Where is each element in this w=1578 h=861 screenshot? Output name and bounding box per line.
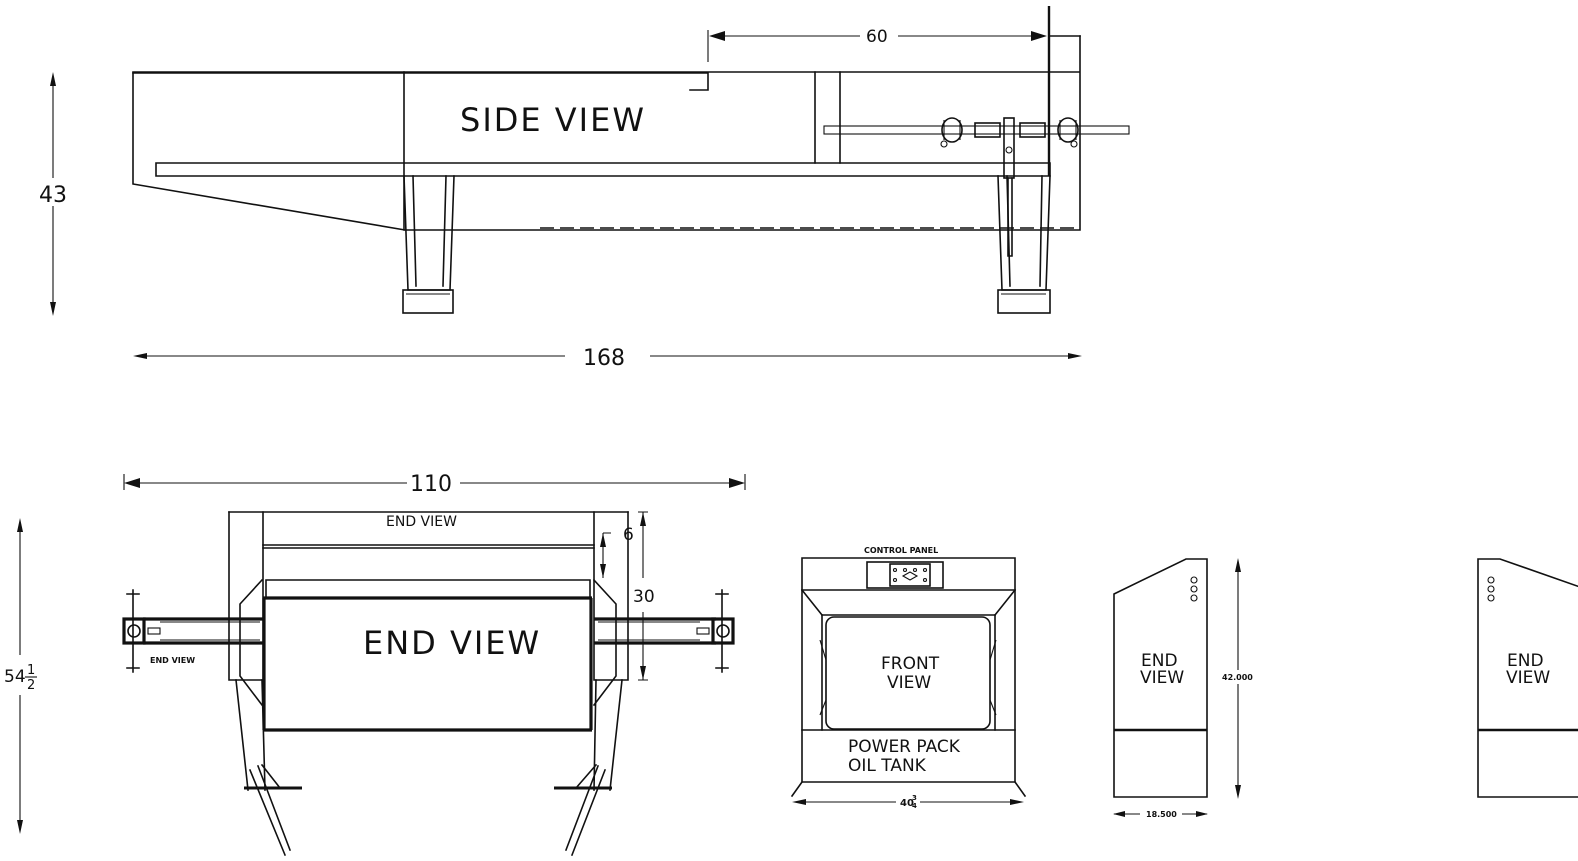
dim-side-top: 60 bbox=[707, 27, 1047, 62]
control-panel-label: CONTROL PANEL bbox=[864, 546, 938, 555]
dim-end-height-den: 2 bbox=[27, 678, 35, 693]
side-view-label: SIDE VIEW bbox=[460, 101, 646, 139]
end-view: END VIEW END VIEW END VIEW bbox=[122, 511, 735, 857]
dim-panel-height: 42.000 bbox=[1220, 558, 1254, 799]
dim-end-width: 110 bbox=[123, 472, 746, 497]
dim-end-body: 30 bbox=[633, 511, 655, 681]
dim-front-width-num: 3 bbox=[912, 794, 917, 802]
dim-panel-width: 18.500 bbox=[1113, 810, 1208, 819]
front-view-label-1: FRONT bbox=[881, 654, 940, 674]
dim-end-inset: 6 bbox=[600, 525, 634, 578]
front-view-label-2: VIEW bbox=[887, 673, 931, 693]
dim-panel-width-text: 18.500 bbox=[1146, 810, 1177, 819]
end-view-top-label: END VIEW bbox=[386, 514, 457, 530]
dim-end-body-text: 30 bbox=[633, 587, 655, 607]
dim-side-height: 43 bbox=[39, 72, 68, 316]
dim-panel-height-text: 42.000 bbox=[1222, 673, 1253, 682]
end-view-small-label: END VIEW bbox=[150, 656, 195, 665]
dim-end-height-num: 1 bbox=[27, 663, 35, 678]
dim-end-height: 54 1 2 bbox=[4, 518, 37, 834]
dim-side-height-text: 43 bbox=[39, 183, 67, 208]
side-view: SIDE VIEW bbox=[132, 6, 1130, 314]
dim-end-width-text: 110 bbox=[410, 472, 452, 497]
dim-side-top-text: 60 bbox=[866, 27, 888, 47]
dim-side-length: 168 bbox=[133, 346, 1082, 371]
end-view-panel-1-label-2: VIEW bbox=[1140, 668, 1184, 688]
end-view-panel-2: END VIEW bbox=[1477, 558, 1578, 798]
front-view: CONTROL PANEL FRONT VIEW POWER PACK OIL … bbox=[790, 546, 1027, 798]
end-view-main-label: END VIEW bbox=[363, 624, 541, 662]
dim-front-width-den: 4 bbox=[912, 802, 917, 810]
end-view-panel-1-label-1: END bbox=[1141, 651, 1178, 671]
power-pack-label: POWER PACK bbox=[848, 737, 961, 757]
end-view-panel-2-label-2: VIEW bbox=[1506, 668, 1550, 688]
end-view-panel-2-label-1: END bbox=[1507, 651, 1544, 671]
dim-end-height-whole: 54 bbox=[4, 667, 26, 687]
dim-end-inset-text: 6 bbox=[623, 525, 634, 545]
dim-front-width-whole: 40 bbox=[900, 798, 914, 809]
oil-tank-label: OIL TANK bbox=[848, 756, 927, 776]
dim-side-length-text: 168 bbox=[583, 346, 625, 371]
dim-front-width: 40 3 4 bbox=[792, 794, 1024, 810]
end-view-panel-1: END VIEW bbox=[1113, 558, 1208, 798]
